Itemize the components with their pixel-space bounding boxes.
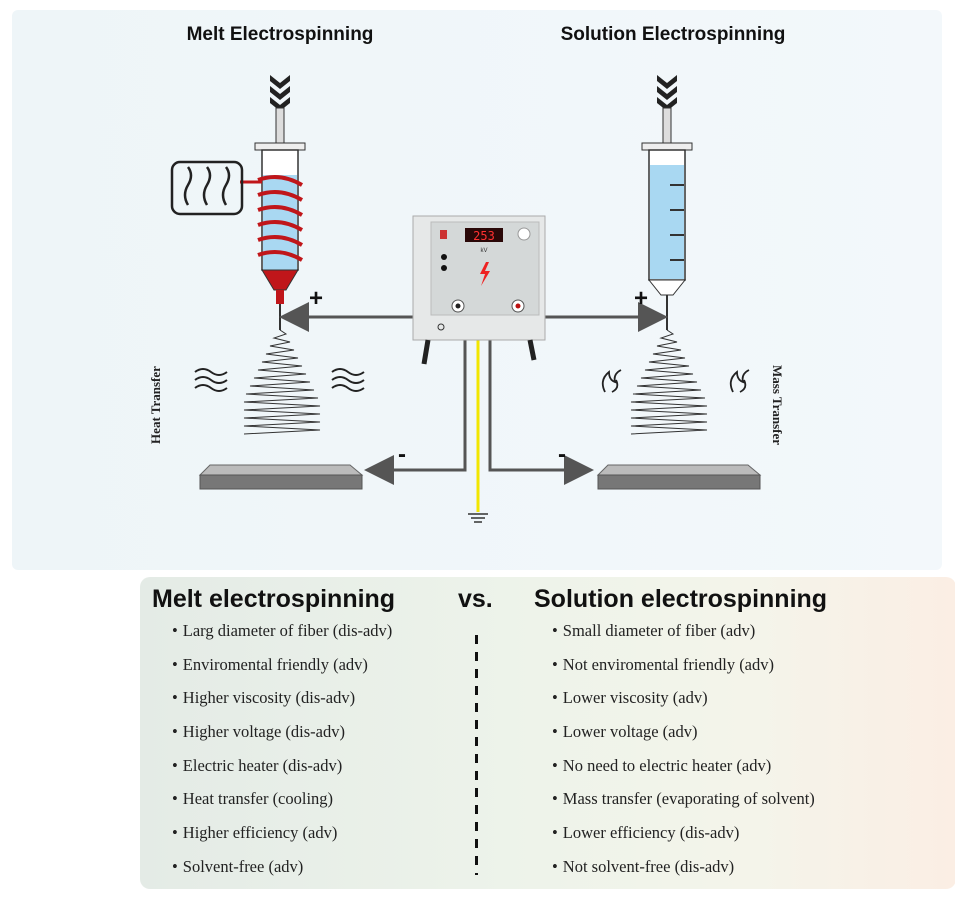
list-item: Enviromental friendly (adv) [172,655,392,689]
melt-title: Melt Electrospinning [187,24,374,45]
heater-icon [170,160,244,216]
melt-fiber-jet [243,329,321,435]
vs-label: vs. [458,585,493,613]
evaporation-icon [601,369,750,393]
list-item: Lower efficiency (dis-adv) [552,823,815,857]
list-item: Not enviromental friendly (adv) [552,655,815,689]
comparison-panel: Melt electrospinning vs. Solution electr… [140,577,955,889]
solution-syringe [641,75,693,330]
solution-list: Small diameter of fiber (adv) Not enviro… [552,621,815,891]
list-item: Higher viscosity (dis-adv) [172,688,392,722]
list-item: Higher efficiency (adv) [172,823,392,857]
ground-icon [468,513,488,523]
negative-sign-right: - [558,441,566,468]
negative-sign-left: - [398,441,406,468]
list-item: Lower voltage (adv) [552,722,815,756]
solution-fiber-jet [630,329,708,435]
solution-heading: Solution electrospinning [534,585,828,613]
positive-sign-left: + [309,285,323,312]
positive-sign-right: + [634,285,648,312]
list-item: Larg diameter of fiber (dis-adv) [172,621,393,655]
melt-list: Larg diameter of fiber (dis-adv) Envirom… [172,621,393,891]
list-item: No need to electric heater (adv) [552,756,815,790]
list-item: Mass transfer (evaporating of solvent) [552,789,815,823]
melt-collector [198,464,364,490]
list-item: Not solvent-free (dis-adv) [552,857,815,891]
solution-title: Solution Electrospinning [561,24,786,45]
electrospinning-diagram: Melt Electrospinning Solution Electrospi… [12,10,942,570]
divider [475,635,478,875]
wires [279,302,668,485]
heater-coil [257,174,304,262]
list-item: Solvent-free (adv) [172,857,392,891]
heat-transfer-label: Heat Transfer [148,366,163,444]
melt-heading: Melt electrospinning [152,585,396,613]
list-item: Heat transfer (cooling) [172,789,392,823]
solution-collector [596,464,762,490]
mass-transfer-label: Mass Transfer [770,365,785,445]
voltage-display: 253 [473,229,495,243]
melt-syringe [240,75,306,330]
list-item: Electric heater (dis-adv) [172,756,392,790]
list-item: Small diameter of fiber (adv) [552,621,815,655]
heat-waves-icon [194,368,365,392]
list-item: Lower viscosity (adv) [552,688,815,722]
high-voltage-power-supply: 253 kV [412,215,546,365]
list-item: Higher voltage (dis-adv) [172,722,392,756]
high-voltage-icon [480,262,490,286]
voltage-knob [517,227,531,241]
voltage-unit: kV [480,248,487,254]
power-switch [440,230,447,239]
